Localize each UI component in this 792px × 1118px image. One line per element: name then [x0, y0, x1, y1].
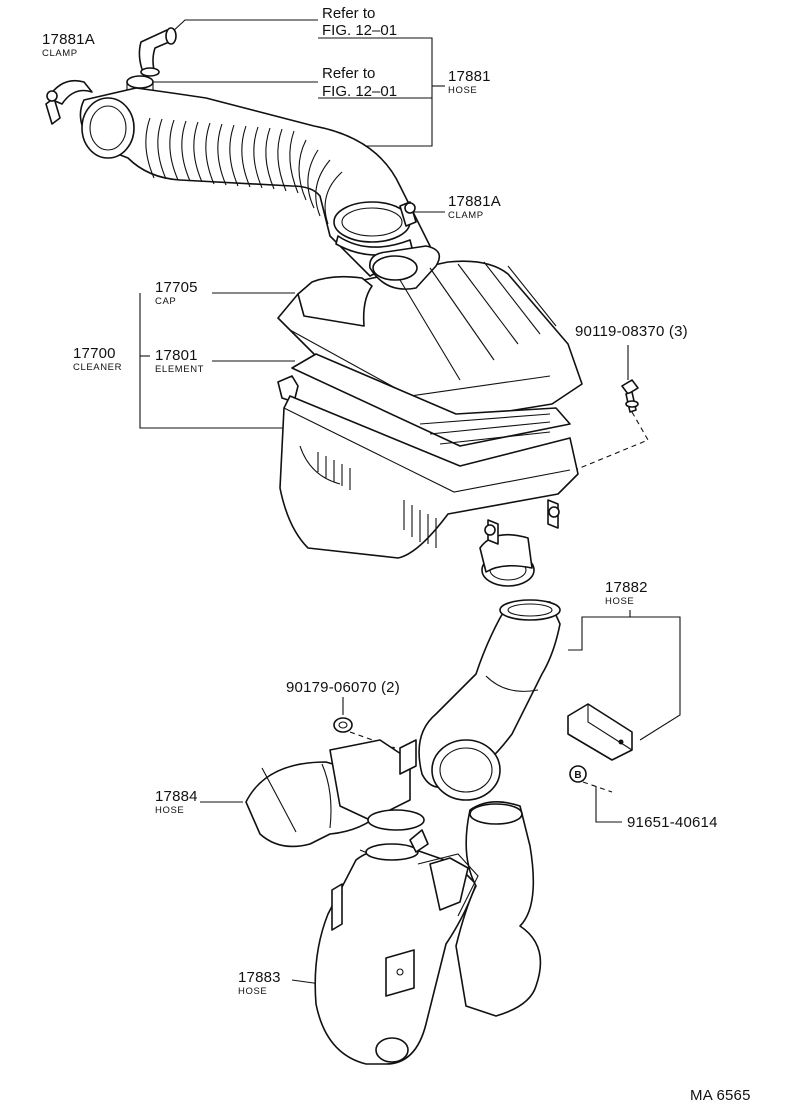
bracket-block	[567, 703, 633, 761]
refer-to-line1-b: Refer to	[322, 65, 376, 82]
bolt-b-marker: B	[569, 765, 587, 783]
refer-to-fig-a: FIG. 12–01	[322, 22, 398, 39]
leader-lines	[139, 19, 681, 986]
corrugated-intake-hose	[79, 87, 431, 277]
part-number-91651: 91651-40614	[627, 814, 718, 831]
part-number-17884: 17884	[155, 788, 198, 805]
small-hose-upper	[138, 27, 177, 77]
figure-code: MA 6565	[690, 1087, 751, 1104]
part-number-17881a-right: 17881A	[448, 193, 501, 210]
part-number-90179: 90179-06070 (2)	[286, 679, 400, 696]
part-number-17705: 17705	[155, 279, 198, 296]
air-cleaner-body	[277, 375, 579, 587]
hose-17883	[314, 801, 542, 1065]
hose-clamp-left	[45, 79, 93, 125]
part-name-hose-17881: HOSE	[448, 85, 478, 96]
part-number-17801: 17801	[155, 347, 198, 364]
hose-17884	[245, 739, 425, 848]
part-number-17881a-left: 17881A	[42, 31, 95, 48]
air-cleaner-cap	[277, 245, 583, 423]
part-name-cleaner: CLEANER	[73, 362, 123, 373]
refer-to-fig-b: FIG. 12–01	[322, 83, 398, 100]
part-number-17882: 17882	[605, 579, 648, 596]
bolt-90119	[621, 379, 639, 413]
hose-17882	[418, 599, 561, 801]
part-number-90119: 90119-08370 (3)	[575, 323, 688, 340]
part-name-clamp-right: CLAMP	[448, 210, 484, 221]
part-name-clamp-left: CLAMP	[42, 48, 78, 59]
part-name-hose-17884: HOSE	[155, 805, 185, 816]
air-filter-element	[291, 353, 571, 447]
refer-to-line1-a: Refer to	[322, 5, 376, 22]
part-name-element: ELEMENT	[155, 364, 205, 375]
part-number-17700: 17700	[73, 345, 116, 362]
part-name-cap: CAP	[155, 296, 177, 307]
part-number-17883: 17883	[238, 969, 281, 986]
part-number-17881: 17881	[448, 68, 491, 85]
nut-90179	[333, 717, 353, 733]
part-name-hose-17883: HOSE	[238, 986, 268, 997]
bolt-b-letter: B	[574, 770, 581, 781]
part-name-hose-17882: HOSE	[605, 596, 635, 607]
